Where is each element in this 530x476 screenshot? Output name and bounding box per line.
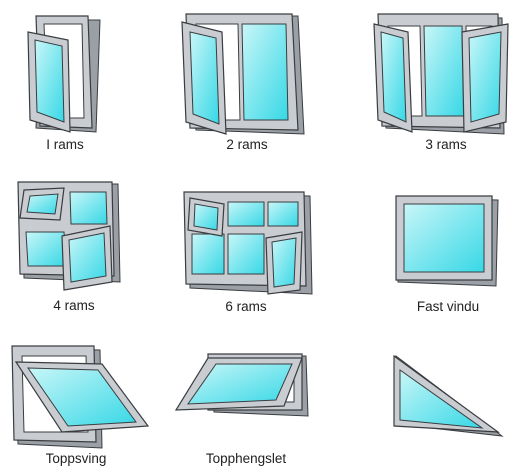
window-2-rams	[180, 10, 310, 135]
triple-casement-window-icon	[373, 13, 509, 135]
window-label: Toppsving	[45, 451, 107, 466]
window-label: 3 rams	[425, 137, 467, 152]
window-4-rams	[12, 178, 127, 293]
window-label: 2 rams	[226, 137, 268, 152]
single-casement-window-icon	[27, 15, 101, 133]
window-label: Fast vindu	[416, 299, 480, 314]
window-1-rams	[20, 10, 110, 135]
triangle-window-icon	[393, 354, 504, 437]
top-hinged-window-icon	[174, 353, 309, 417]
window-fast-vindu	[392, 194, 502, 290]
double-casement-window-icon	[181, 13, 305, 135]
window-3-rams	[372, 10, 512, 135]
window-label: 4 rams	[53, 298, 95, 313]
window-triangle	[390, 354, 505, 440]
fixed-window-icon	[395, 195, 499, 287]
top-swing-window-icon	[11, 345, 150, 449]
window-label: I rams	[46, 137, 84, 152]
window-toppsving	[6, 344, 156, 450]
window-label: 6 rams	[225, 299, 267, 314]
window-label: Topphengslet	[205, 451, 287, 466]
window-topphengslet	[172, 352, 312, 442]
six-pane-window-icon	[183, 191, 313, 295]
window-6-rams	[180, 190, 315, 300]
four-pane-window-icon	[17, 181, 121, 291]
